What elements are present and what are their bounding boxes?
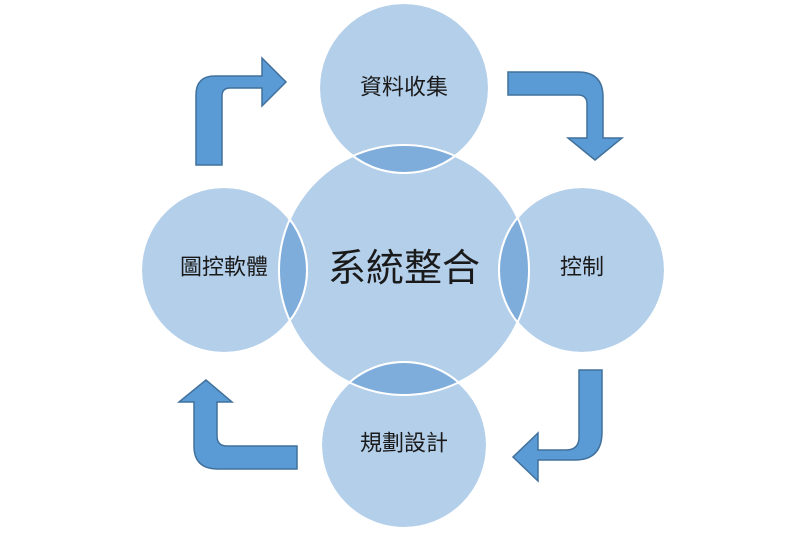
bottom-label: 規劃設計: [360, 432, 448, 457]
top-label: 資料收集: [360, 76, 448, 101]
circle-outlines: [140, 2, 666, 529]
arrow-up-to-right: [195, 56, 288, 166]
arrow-right-to-down: [507, 71, 625, 161]
center-label: 系統整合: [328, 246, 480, 290]
right-label: 控制: [560, 256, 604, 281]
cycle-arrows: [176, 56, 625, 483]
left-label: 圖控軟體: [180, 256, 268, 281]
arrow-down-to-left: [511, 369, 603, 483]
arrow-left-to-up: [176, 379, 298, 470]
